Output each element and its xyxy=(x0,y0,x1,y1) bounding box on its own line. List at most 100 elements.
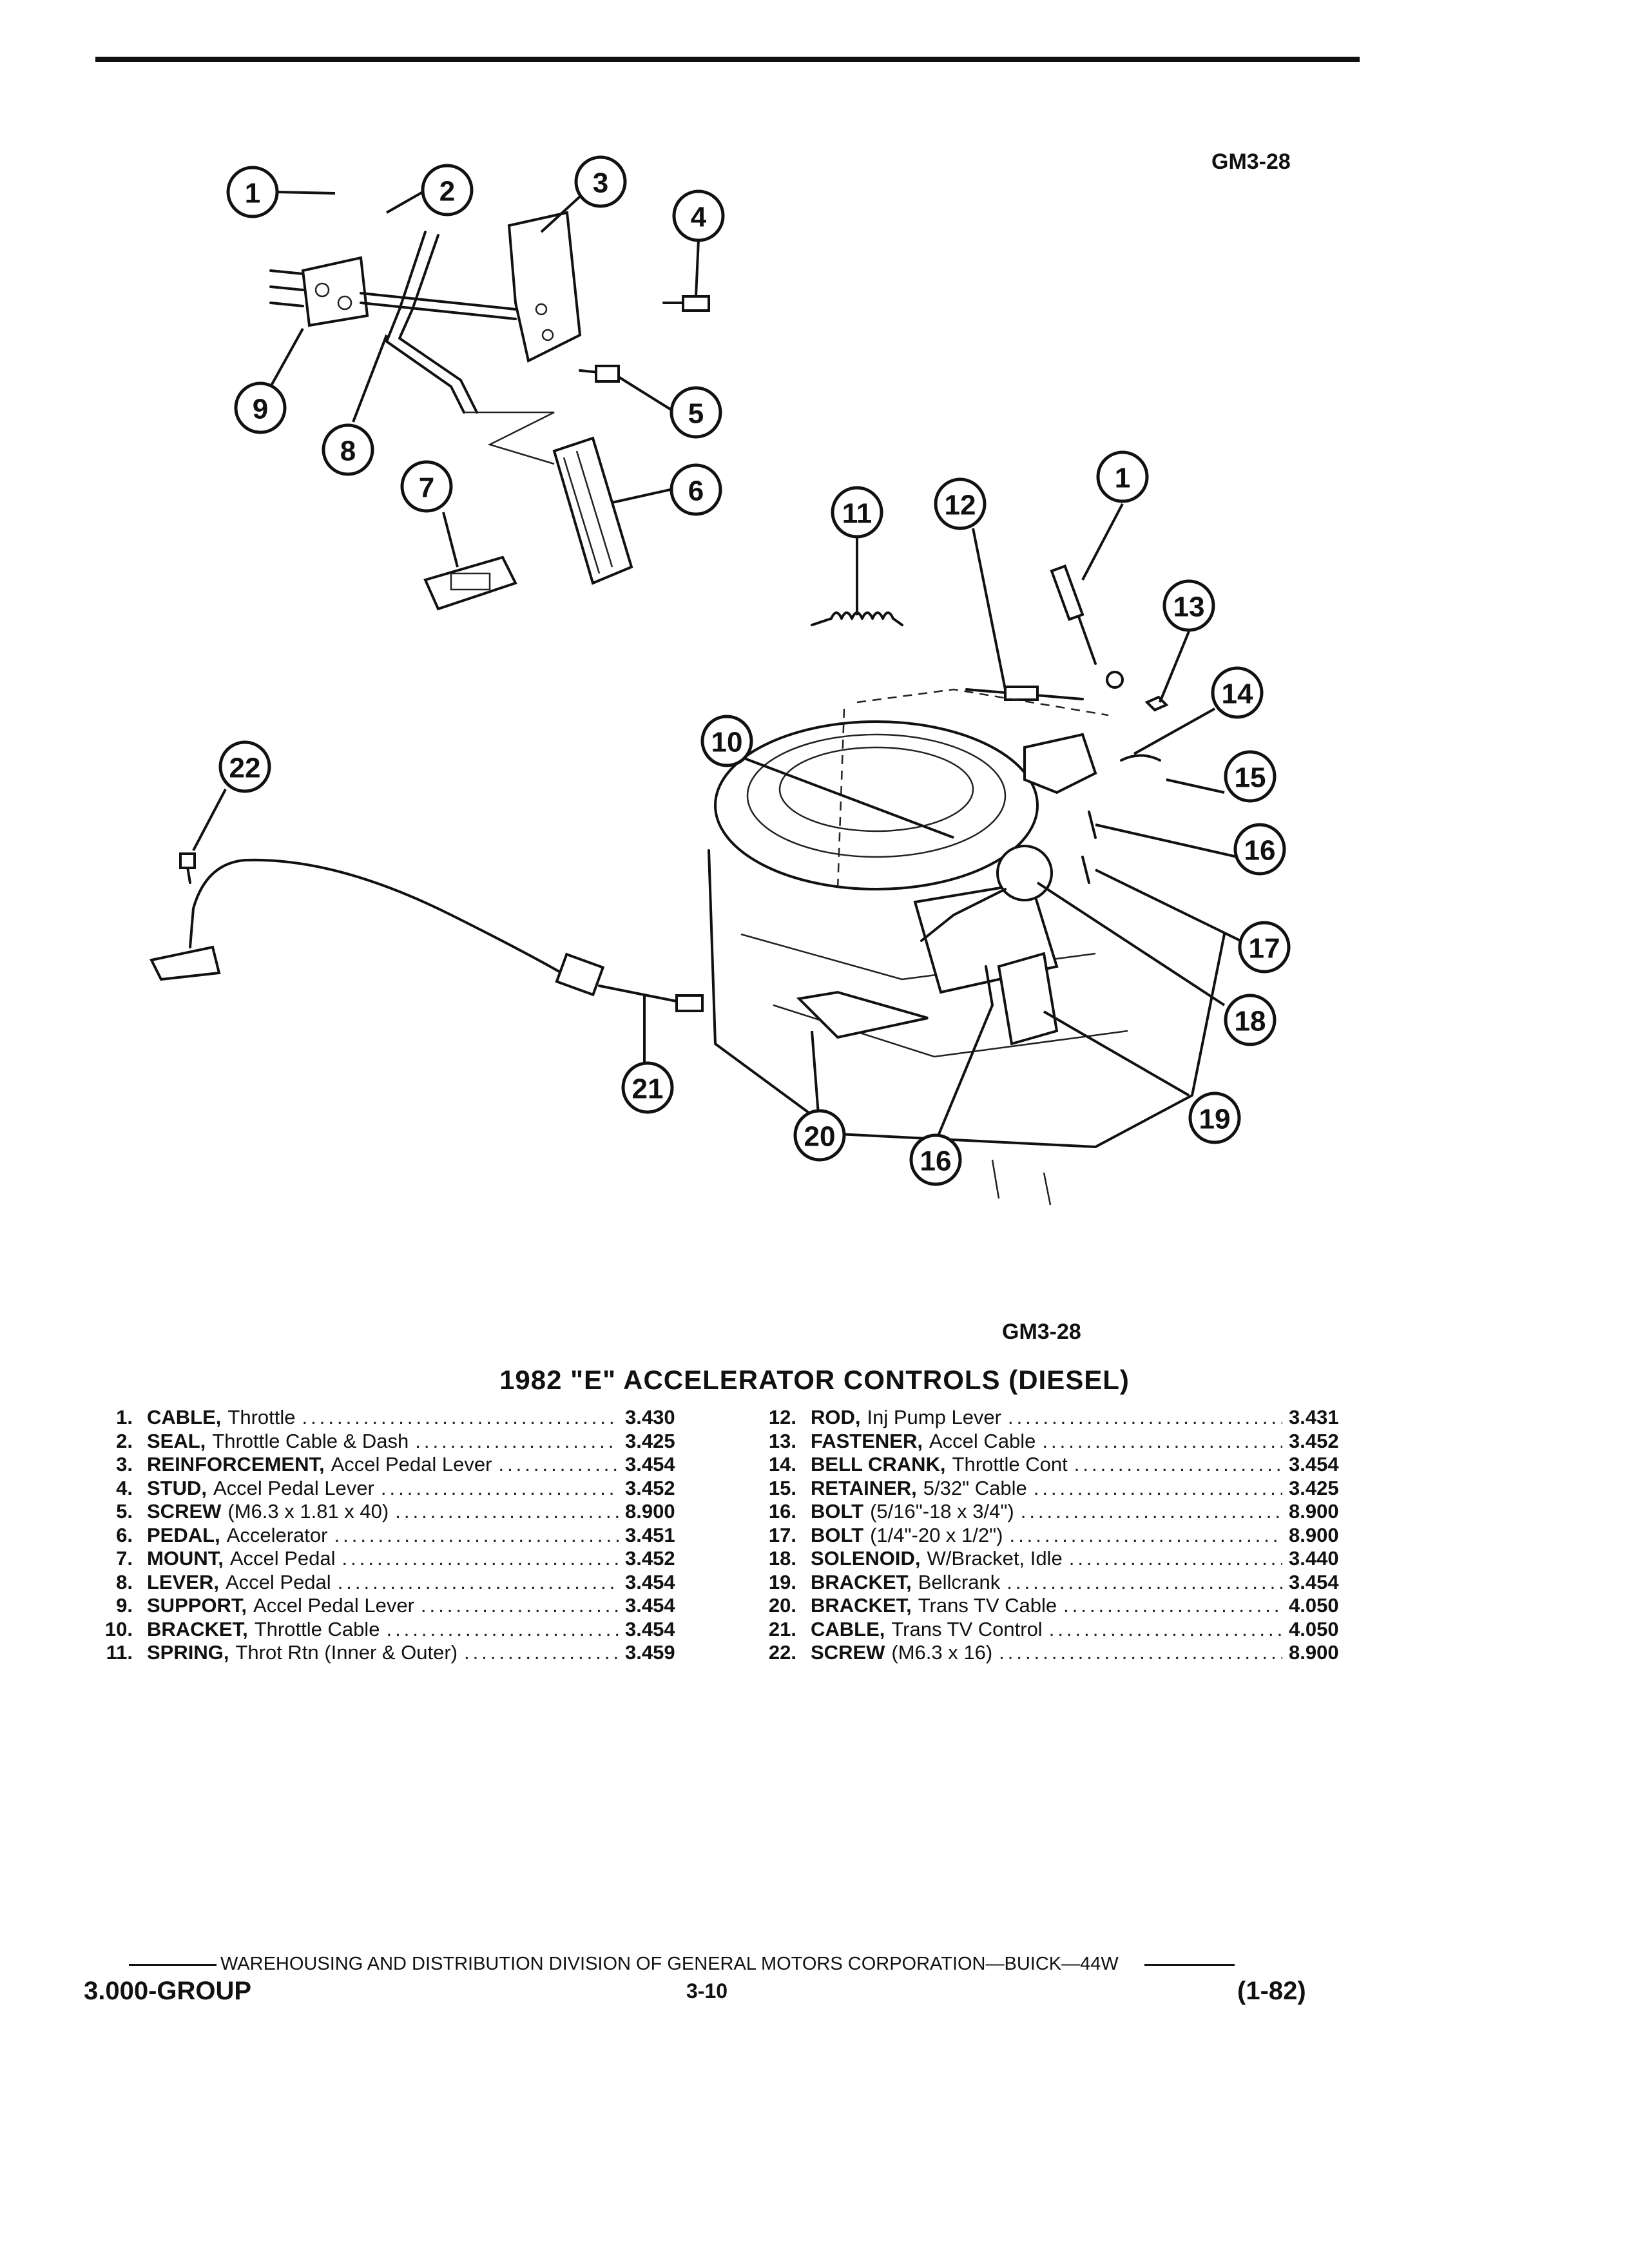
leader-dots: ........................................… xyxy=(337,1570,619,1593)
part-description: Trans TV Cable xyxy=(918,1594,1057,1617)
part-description: Accel Pedal xyxy=(229,1547,336,1570)
figure-code-bottom: GM3-28 xyxy=(1002,1320,1081,1344)
part-number: 7. xyxy=(116,1547,133,1570)
leader-dots: ........................................… xyxy=(1009,1523,1282,1546)
leader-dots: ........................................… xyxy=(1042,1429,1282,1452)
callout-1a: 1 xyxy=(226,166,279,218)
part-description: Throttle xyxy=(227,1406,296,1428)
part-description: Accel Pedal Lever xyxy=(253,1594,414,1617)
part-name: CABLE, xyxy=(811,1617,885,1640)
bellcrank xyxy=(1023,733,1097,794)
part-name: RETAINER, xyxy=(811,1476,917,1499)
parts-row: 10.BRACKET,Throttle Cable...............… xyxy=(64,1618,696,1642)
part-number: 11. xyxy=(106,1641,133,1664)
svg-text:19: 19 xyxy=(1199,1104,1231,1135)
parts-row: 20.BRACKET,Trans TV Cable...............… xyxy=(728,1594,1360,1618)
leader-dots: ........................................… xyxy=(498,1453,619,1475)
callout-7: 7 xyxy=(400,460,453,513)
leader-dots: ........................................… xyxy=(415,1429,619,1452)
group-number: 8.900 xyxy=(1289,1641,1339,1664)
footer-date: (1-82) xyxy=(1237,1977,1306,2005)
part-name: MOUNT, xyxy=(147,1547,224,1570)
part-name: BRACKET, xyxy=(811,1594,912,1617)
parts-row: 5.SCREW(M6.3 x 1.81 x 40)...............… xyxy=(64,1500,696,1524)
group-number: 3.454 xyxy=(625,1594,675,1617)
group-number: 8.900 xyxy=(1289,1500,1339,1523)
part-number: 18. xyxy=(768,1547,796,1570)
part-description: Accel Pedal xyxy=(225,1570,331,1593)
parts-row: 7. MOUNT,Accel Pedal.....................… xyxy=(64,1547,696,1571)
svg-text:4: 4 xyxy=(691,202,707,233)
group-number: 8.900 xyxy=(625,1500,675,1523)
leader-dots: ........................................… xyxy=(302,1406,619,1428)
parts-row: 16.BOLT(5/16"-18 x 3/4")................… xyxy=(728,1500,1360,1524)
group-number: 3.454 xyxy=(625,1570,675,1593)
svg-text:1: 1 xyxy=(1115,463,1130,494)
callout-16b: 16 xyxy=(909,1133,962,1186)
page-title: 1982 "E" ACCELERATOR CONTROLS (DIESEL) xyxy=(499,1365,1130,1395)
footer-rule-left xyxy=(129,1963,217,1966)
part-number: 14. xyxy=(768,1453,796,1475)
parts-row: 9.SUPPORT,Accel Pedal Lever.............… xyxy=(64,1594,696,1618)
svg-text:7: 7 xyxy=(419,472,434,504)
footer-page-number: 3-10 xyxy=(686,1979,728,2003)
group-number: 3.451 xyxy=(625,1523,675,1546)
part-name: PEDAL, xyxy=(147,1523,220,1546)
leader-dots: ........................................… xyxy=(334,1523,619,1546)
parts-list-right: 12.ROD,Inj Pump Lever...................… xyxy=(728,1406,1360,1665)
leader-dots: ........................................… xyxy=(1063,1594,1282,1617)
part-name: BOLT xyxy=(811,1523,864,1546)
part-number: 16. xyxy=(768,1500,796,1523)
return-spring xyxy=(811,611,903,626)
part-description: Accel Cable xyxy=(929,1429,1036,1452)
parts-row: 11.SPRING,Throt Rtn (Inner & Outer).....… xyxy=(64,1641,696,1665)
parts-row: 21.CABLE,Trans TV Control...............… xyxy=(728,1618,1360,1642)
group-number: 4.050 xyxy=(1289,1617,1339,1640)
part-number: 19. xyxy=(768,1570,796,1593)
part-number: 13. xyxy=(768,1429,796,1452)
part-name: BRACKET, xyxy=(147,1617,248,1640)
leader-dots: ........................................… xyxy=(386,1617,619,1640)
callout-11: 11 xyxy=(831,486,883,539)
svg-text:13: 13 xyxy=(1173,591,1205,623)
footer-rule-right xyxy=(1144,1963,1235,1966)
callout-2: 2 xyxy=(421,164,474,216)
figure-code-top: GM3-28 xyxy=(1211,149,1291,174)
part-description: Accelerator xyxy=(226,1523,328,1546)
part-name: SCREW xyxy=(811,1641,885,1664)
part-description: Bellcrank xyxy=(918,1570,1001,1593)
leader-dots: ........................................… xyxy=(395,1500,619,1523)
callout-20: 20 xyxy=(793,1109,846,1162)
group-number: 3.440 xyxy=(1289,1547,1339,1570)
parts-row: 1.CABLE,Throttle........................… xyxy=(64,1406,696,1430)
part-number: 15. xyxy=(768,1476,796,1499)
part-number: 10. xyxy=(104,1617,133,1640)
leader-dots: ........................................… xyxy=(999,1641,1282,1664)
part-name: REINFORCEMENT, xyxy=(147,1453,325,1475)
accelerator-pedal xyxy=(552,436,633,585)
leader-dots: ........................................… xyxy=(380,1476,619,1499)
part-name: CABLE, xyxy=(147,1406,222,1428)
part-number: 8. xyxy=(116,1570,133,1593)
callout-6: 6 xyxy=(670,463,722,516)
parts-row: 17.BOLT(1/4"-20 x 1/2").................… xyxy=(728,1524,1360,1548)
callout-18: 18 xyxy=(1224,994,1277,1046)
callout-21: 21 xyxy=(621,1061,674,1114)
svg-text:20: 20 xyxy=(804,1121,836,1153)
part-name: BRACKET, xyxy=(811,1570,912,1593)
leader-dots: ........................................… xyxy=(1008,1406,1282,1428)
svg-text:8: 8 xyxy=(340,436,356,467)
callout-16a: 16 xyxy=(1233,823,1286,876)
parts-row: 15.RETAINER,5/32" Cable.................… xyxy=(728,1477,1360,1501)
svg-text:2: 2 xyxy=(439,176,455,207)
parts-row: 22.SCREW(M6.3 x 16).....................… xyxy=(728,1641,1360,1665)
parts-list-left: 1.CABLE,Throttle........................… xyxy=(64,1406,696,1665)
callout-4: 4 xyxy=(672,189,725,242)
leader-dots: ........................................… xyxy=(464,1641,619,1664)
part-description: (5/16"-18 x 3/4") xyxy=(870,1500,1014,1523)
group-number: 4.050 xyxy=(1289,1594,1339,1617)
footer-group: 3.000-GROUP xyxy=(84,1977,252,2005)
pedal-assembly xyxy=(269,211,710,611)
leader-dots: ........................................… xyxy=(342,1547,619,1570)
leader-lines xyxy=(192,191,1241,1138)
